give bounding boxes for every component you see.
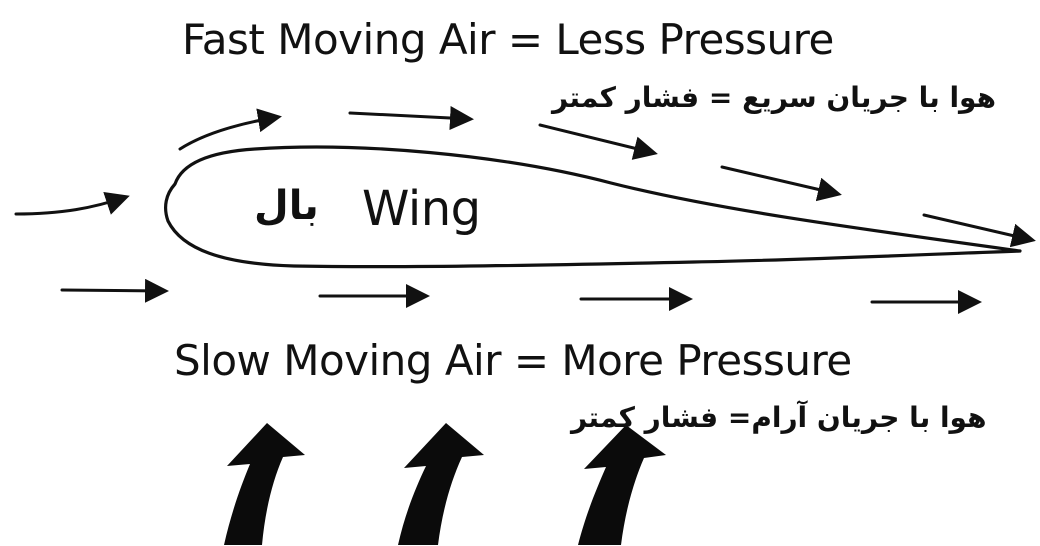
top-flow-arrow-2 (348, 106, 474, 130)
lift-arrow-3 (578, 425, 666, 545)
airflow-arrows-bottom (60, 278, 982, 314)
lift-arrow-2 (398, 423, 484, 545)
airflow-arrows-left (14, 191, 130, 216)
lift-arrow-1 (224, 423, 305, 545)
fast-moving-air-label: Fast Moving Air = Less Pressure (182, 15, 834, 64)
slow-moving-air-persian-label: هوا با جریان آرام= فشار کمتر (571, 401, 987, 434)
top-flow-arrow-1 (178, 108, 282, 151)
slow-moving-air-label: Slow Moving Air = More Pressure (174, 336, 852, 385)
top-flow-arrow-4 (720, 165, 842, 202)
top-flow-arrow-5 (922, 213, 1036, 248)
wing-persian-label: بال (254, 183, 319, 229)
top-flow-arrow-3 (538, 123, 658, 160)
wing-label: Wing (362, 181, 481, 237)
lift-arrows (224, 423, 666, 545)
airflow-arrows-top (178, 106, 1036, 248)
fast-moving-air-persian-label: هوا با جریان سریع = فشار کمتر (552, 81, 997, 114)
incoming-flow-arrow (14, 191, 130, 216)
wing-outline (164, 145, 1022, 269)
bottom-flow-arrow-1 (60, 278, 169, 303)
